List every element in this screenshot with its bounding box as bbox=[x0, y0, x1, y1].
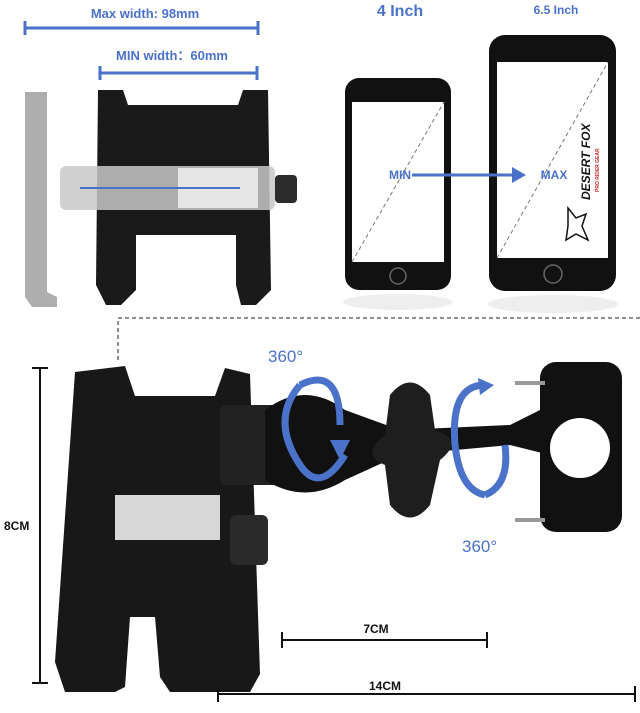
total-length-dimension: 14CM bbox=[217, 679, 636, 702]
fox-logo-icon bbox=[565, 205, 590, 242]
large-phone: DESERT FOX PRO RIDER GEAR bbox=[488, 35, 618, 313]
brand-logo: DESERT FOX PRO RIDER GEAR bbox=[579, 123, 601, 200]
height-label: 8CM bbox=[4, 519, 29, 533]
rotation-label-bottom: 360° bbox=[462, 537, 497, 556]
arm-length-label: 7CM bbox=[363, 622, 388, 636]
max-width-label: Max width: 98mm bbox=[91, 6, 199, 21]
small-phone-size: 4 Inch bbox=[377, 3, 423, 20]
arm-length-dimension: 7CM bbox=[281, 622, 488, 648]
total-length-label: 14CM bbox=[369, 679, 401, 693]
svg-text:PRO RIDER GEAR: PRO RIDER GEAR bbox=[595, 148, 601, 192]
large-phone-size: 6.5 Inch bbox=[534, 3, 579, 17]
rotation-arrow-top-icon bbox=[281, 376, 350, 482]
min-label: MIN bbox=[389, 168, 411, 182]
min-width-dimension: MIN width：60mm bbox=[98, 48, 259, 80]
max-width-dimension: Max width: 98mm bbox=[23, 6, 260, 35]
max-label: MAX bbox=[541, 168, 568, 182]
small-phone bbox=[343, 78, 453, 310]
holder-width-demo bbox=[25, 90, 297, 307]
rotation-label-top: 360° bbox=[268, 347, 303, 366]
rotation-arrow-bottom-icon bbox=[450, 378, 510, 499]
guide-dashed-line bbox=[117, 317, 640, 360]
height-dimension: 8CM bbox=[4, 367, 48, 684]
min-width-label: MIN width：60mm bbox=[116, 48, 228, 63]
svg-text:DESERT FOX: DESERT FOX bbox=[579, 123, 593, 200]
